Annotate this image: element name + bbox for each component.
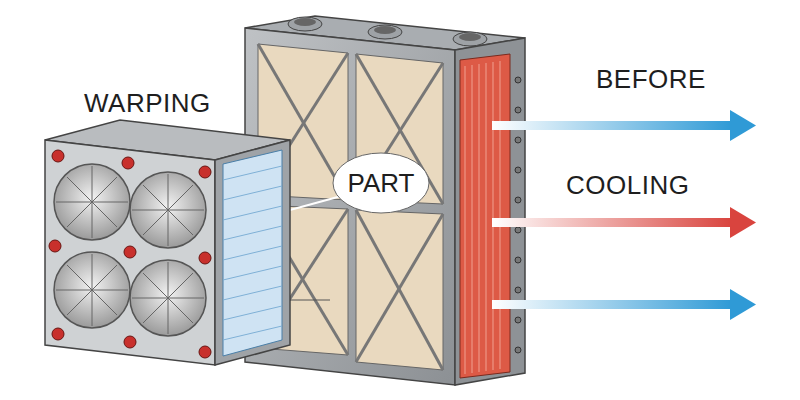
fan-unit: [45, 120, 290, 365]
flow-arrows: [492, 110, 756, 320]
callout-label: BEFORE: [596, 64, 706, 95]
callout-label: COOLING: [566, 170, 689, 201]
part-label: PART: [348, 168, 415, 199]
callout-label: WARPING: [84, 88, 211, 119]
part-ellipse: PART: [332, 152, 430, 214]
node-text-wrap: PART: [332, 152, 430, 214]
